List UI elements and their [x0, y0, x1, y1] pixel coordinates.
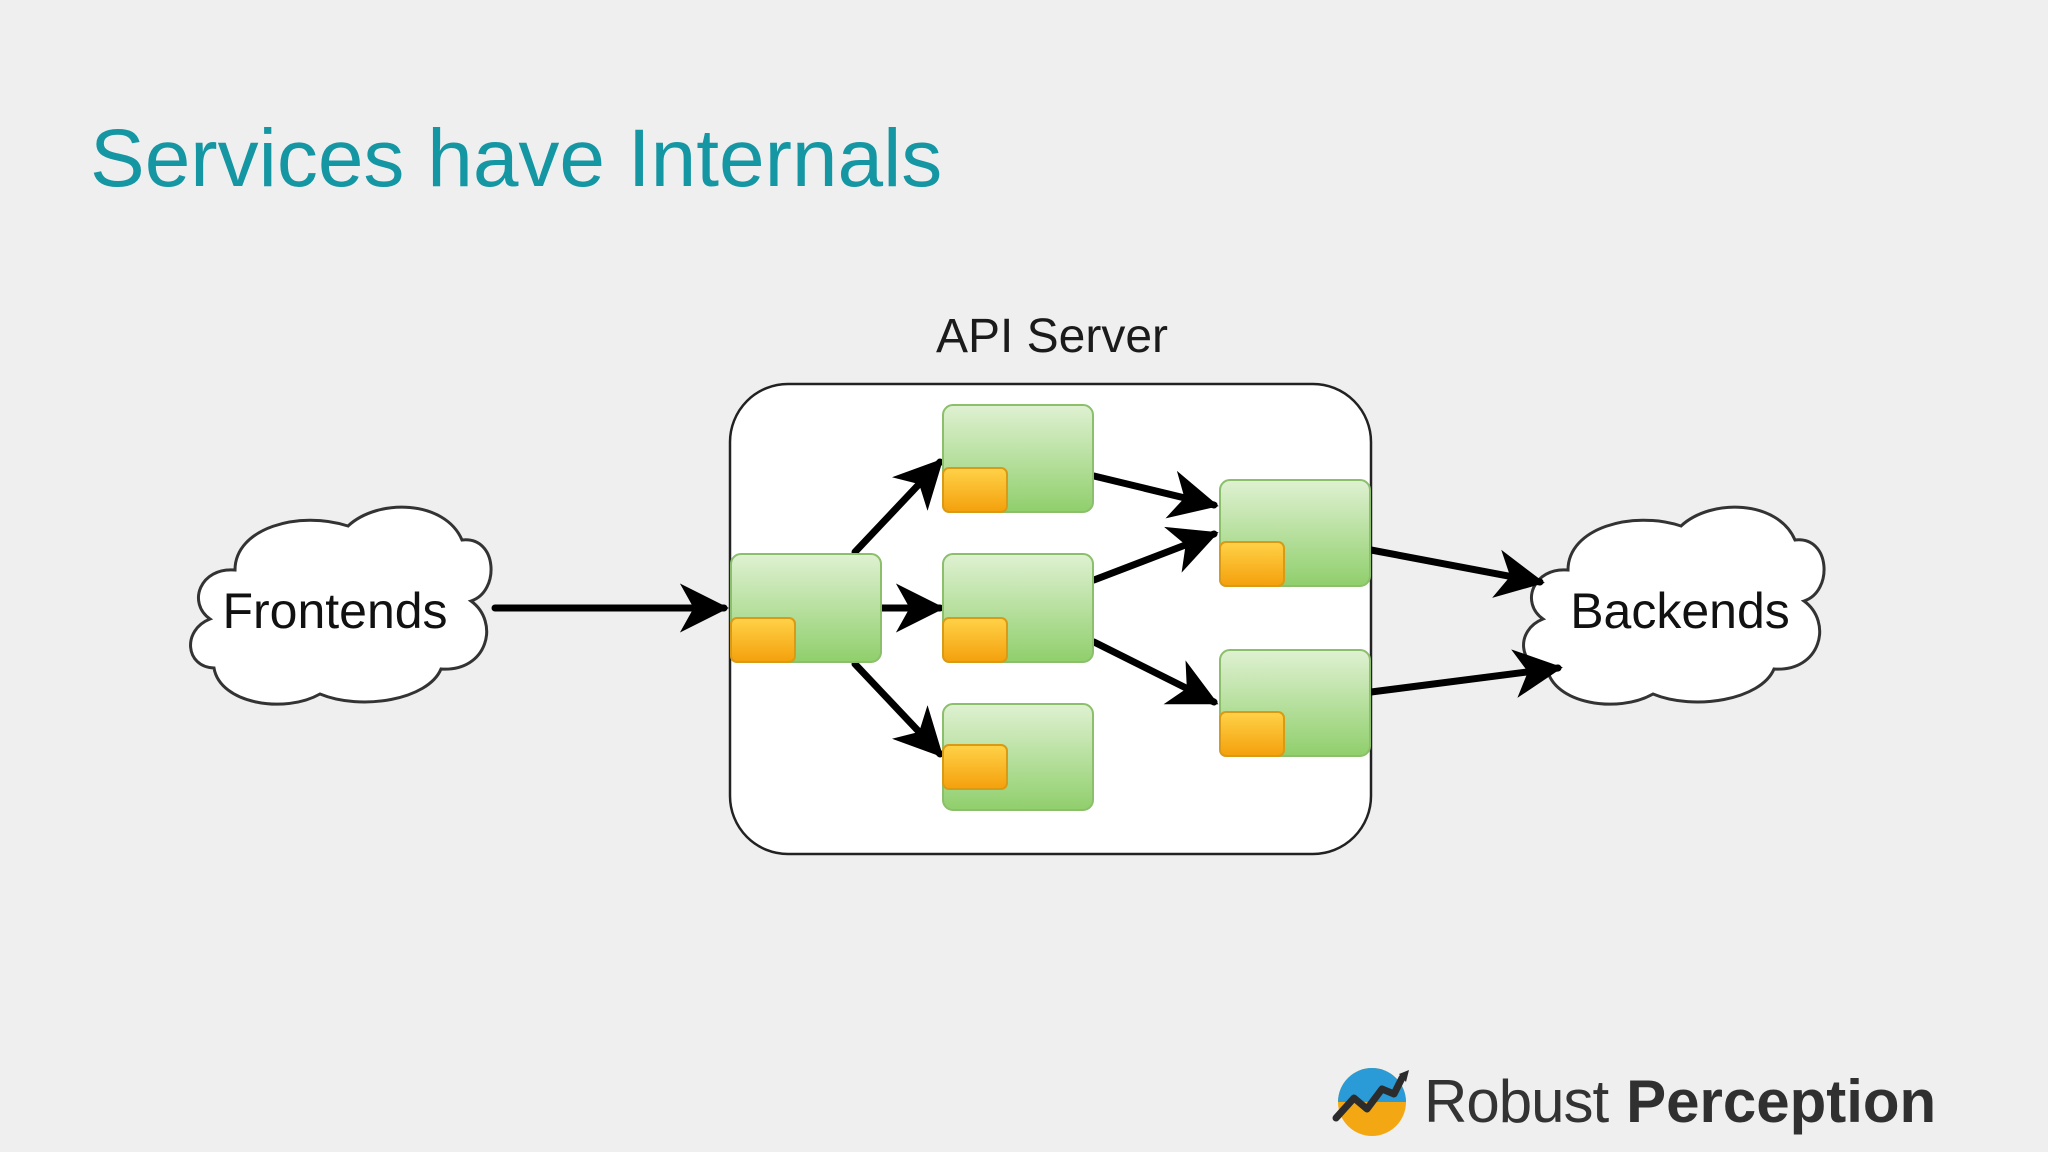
component-top: [942, 404, 1094, 513]
component-tab-icon: [730, 617, 796, 663]
component-tab-icon: [942, 467, 1008, 513]
brand-name-light: Robust: [1424, 1068, 1609, 1135]
brand: Robust Perception: [1330, 1060, 1936, 1140]
slide-title: Services have Internals: [90, 113, 943, 204]
frontends-label: Frontends: [222, 583, 447, 639]
top-to-upper-right-arrow: [1090, 470, 1219, 519]
component-tab-icon: [942, 617, 1008, 663]
entry-to-bottom-arrow: [851, 660, 944, 758]
component-upper-right: [1219, 479, 1371, 587]
component-lower-right: [1219, 649, 1371, 757]
brand-wordmark: Robust Perception: [1424, 1066, 1936, 1138]
middle-to-upper-right-arrow: [1090, 526, 1219, 584]
middle-to-lower-right-arrow: [1090, 638, 1219, 706]
component-bottom: [942, 703, 1094, 811]
api-server-label: API Server: [936, 310, 1168, 363]
upper-right-to-backends-arrow: [1367, 546, 1545, 598]
backends-label: Backends: [1570, 583, 1790, 639]
backends-cloud-icon: Backends: [1522, 505, 1826, 706]
frontends-cloud-icon: Frontends: [189, 505, 493, 706]
robust-perception-logo-icon: [1332, 1068, 1409, 1136]
component-entry: [730, 553, 882, 663]
component-tab-icon: [1219, 541, 1285, 587]
component-tab-icon: [1219, 711, 1285, 757]
lower-right-to-backends-arrow: [1367, 649, 1563, 698]
brand-name-bold: Perception: [1626, 1068, 1937, 1135]
component-middle: [942, 553, 1094, 663]
component-tab-icon: [942, 744, 1008, 790]
entry-to-top-arrow: [851, 458, 944, 556]
arrows: [491, 458, 1563, 758]
